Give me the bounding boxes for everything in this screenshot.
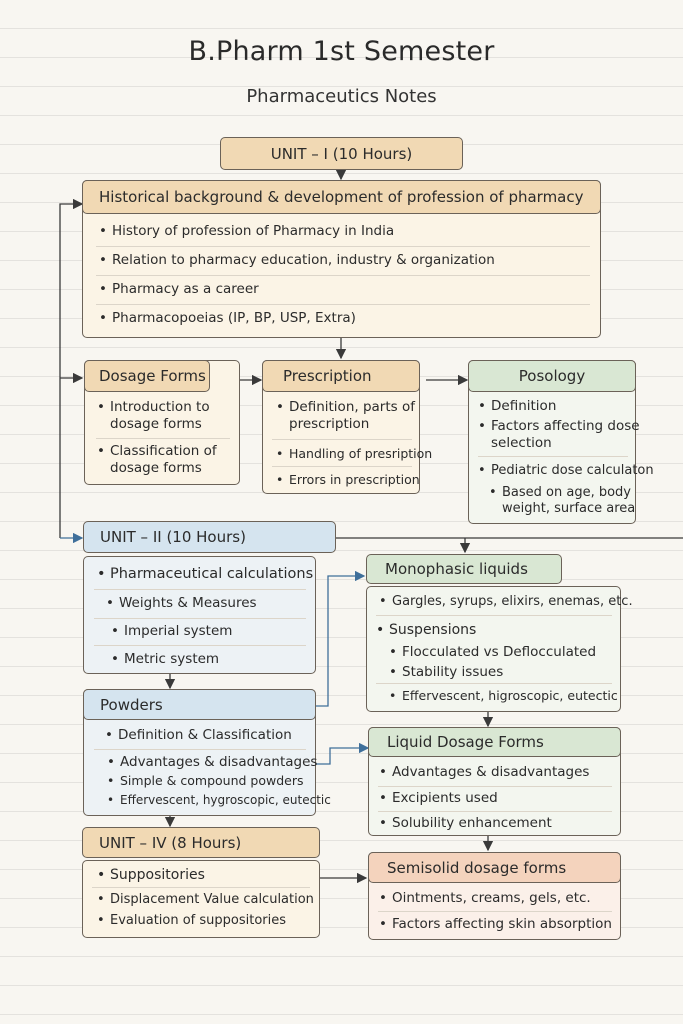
historical-item: Pharmacopoeias (IP, BP, USP, Extra) bbox=[99, 310, 356, 327]
unit1-header-label: UNIT – I (10 Hours) bbox=[270, 144, 413, 163]
unit2-header-label: UNIT – II (10 Hours) bbox=[100, 528, 246, 546]
prescription-item: Errors in prescription bbox=[276, 471, 420, 488]
posology-item: Based on age, body bbox=[489, 484, 631, 501]
monophasic-item: Suspensions bbox=[376, 622, 476, 639]
semisolid-item: Factors affecting skin absorption bbox=[379, 916, 612, 933]
posology-item: selection bbox=[491, 435, 552, 451]
liquid-item: Excipients used bbox=[379, 790, 498, 807]
monophasic-title: Monophasic liquids bbox=[385, 560, 528, 578]
posology-item: Factors affecting dose bbox=[478, 418, 640, 435]
monophasic-item: Flocculated vs Deflocculated bbox=[389, 644, 596, 661]
unit4-header[interactable]: UNIT – IV (8 Hours) bbox=[82, 827, 320, 858]
monophasic-item: Gargles, syrups, elixirs, enemas, etc. bbox=[379, 593, 633, 610]
monophasic-header[interactable]: Monophasic liquids bbox=[366, 554, 562, 584]
dosage-forms-item: Classification of bbox=[97, 443, 217, 460]
calculations-item: Metric system bbox=[111, 651, 219, 668]
unit4-header-label: UNIT – IV (8 Hours) bbox=[99, 833, 242, 852]
semisolid-header[interactable]: Semisolid dosage forms bbox=[368, 852, 621, 883]
powders-title: Powders bbox=[100, 695, 163, 714]
monophasic-item: Effervescent, higroscopic, eutectic bbox=[389, 687, 618, 704]
posology-header[interactable]: Posology bbox=[468, 360, 636, 392]
historical-item: Relation to pharmacy education, industry… bbox=[99, 252, 495, 269]
prescription-item: Handling of presription bbox=[276, 445, 432, 462]
monophasic-item: Stability issues bbox=[389, 664, 503, 681]
calculations-item: Imperial system bbox=[111, 623, 232, 640]
calculations-title: Pharmaceutical calculations bbox=[97, 566, 313, 583]
powders-item: Advantages & disadvantages bbox=[107, 754, 317, 771]
prescription-title: Prescription bbox=[283, 367, 372, 385]
page-title: B.Pharm 1st Semester bbox=[188, 36, 495, 67]
liquid-item: Advantages & disadvantages bbox=[379, 764, 589, 781]
dosage-forms-title: Dosage Forms bbox=[99, 367, 206, 385]
suppositories-item: Evaluation of suppositories bbox=[97, 912, 286, 929]
calculations-item: Weights & Measures bbox=[106, 595, 257, 612]
prescription-header[interactable]: Prescription bbox=[262, 360, 420, 392]
arrow-powders-to-monophasic bbox=[316, 570, 366, 707]
semisolid-item: Ointments, creams, gels, etc. bbox=[379, 890, 591, 907]
posology-item: Pediatric dose calculaton bbox=[478, 462, 654, 479]
page-subtitle: Pharmaceutics Notes bbox=[246, 86, 437, 107]
powders-item: Simple & compound powders bbox=[107, 772, 303, 789]
powders-item: Effervescent, hygroscopic, eutectic bbox=[107, 792, 331, 809]
unit2-header[interactable]: UNIT – II (10 Hours) bbox=[83, 521, 336, 553]
unit1-header[interactable]: UNIT – I (10 Hours) bbox=[220, 137, 463, 170]
historical-item: Pharmacy as a career bbox=[99, 281, 259, 298]
dosage-forms-item: dosage forms bbox=[110, 460, 202, 476]
semisolid-title: Semisolid dosage forms bbox=[387, 858, 567, 877]
historical-item: History of profession of Pharmacy in Ind… bbox=[99, 223, 394, 240]
suppositories-item: Displacement Value calculation bbox=[97, 891, 314, 908]
arrow-left-bracket-historical bbox=[59, 198, 84, 538]
liquid-title: Liquid Dosage Forms bbox=[387, 733, 544, 751]
posology-item: weight, surface area bbox=[502, 501, 636, 516]
dosage-forms-item: Introduction to bbox=[97, 399, 210, 416]
liquid-item: Solubility enhancement bbox=[379, 815, 552, 832]
powders-header[interactable]: Powders bbox=[83, 689, 316, 720]
dosage-forms-item: dosage forms bbox=[110, 416, 202, 432]
prescription-item: Definition, parts of bbox=[276, 399, 415, 416]
historical-title: Historical background & development of p… bbox=[99, 188, 584, 206]
prescription-item: prescription bbox=[289, 416, 370, 432]
dosage-forms-header[interactable]: Dosage Forms bbox=[84, 360, 210, 392]
liquid-header[interactable]: Liquid Dosage Forms bbox=[368, 727, 621, 757]
suppositories-item: Suppositories bbox=[97, 867, 205, 884]
posology-title: Posology bbox=[518, 367, 586, 385]
powders-item: Definition & Classification bbox=[105, 727, 292, 744]
posology-item: Definition bbox=[478, 398, 556, 415]
historical-header[interactable]: Historical background & development of p… bbox=[82, 180, 601, 214]
